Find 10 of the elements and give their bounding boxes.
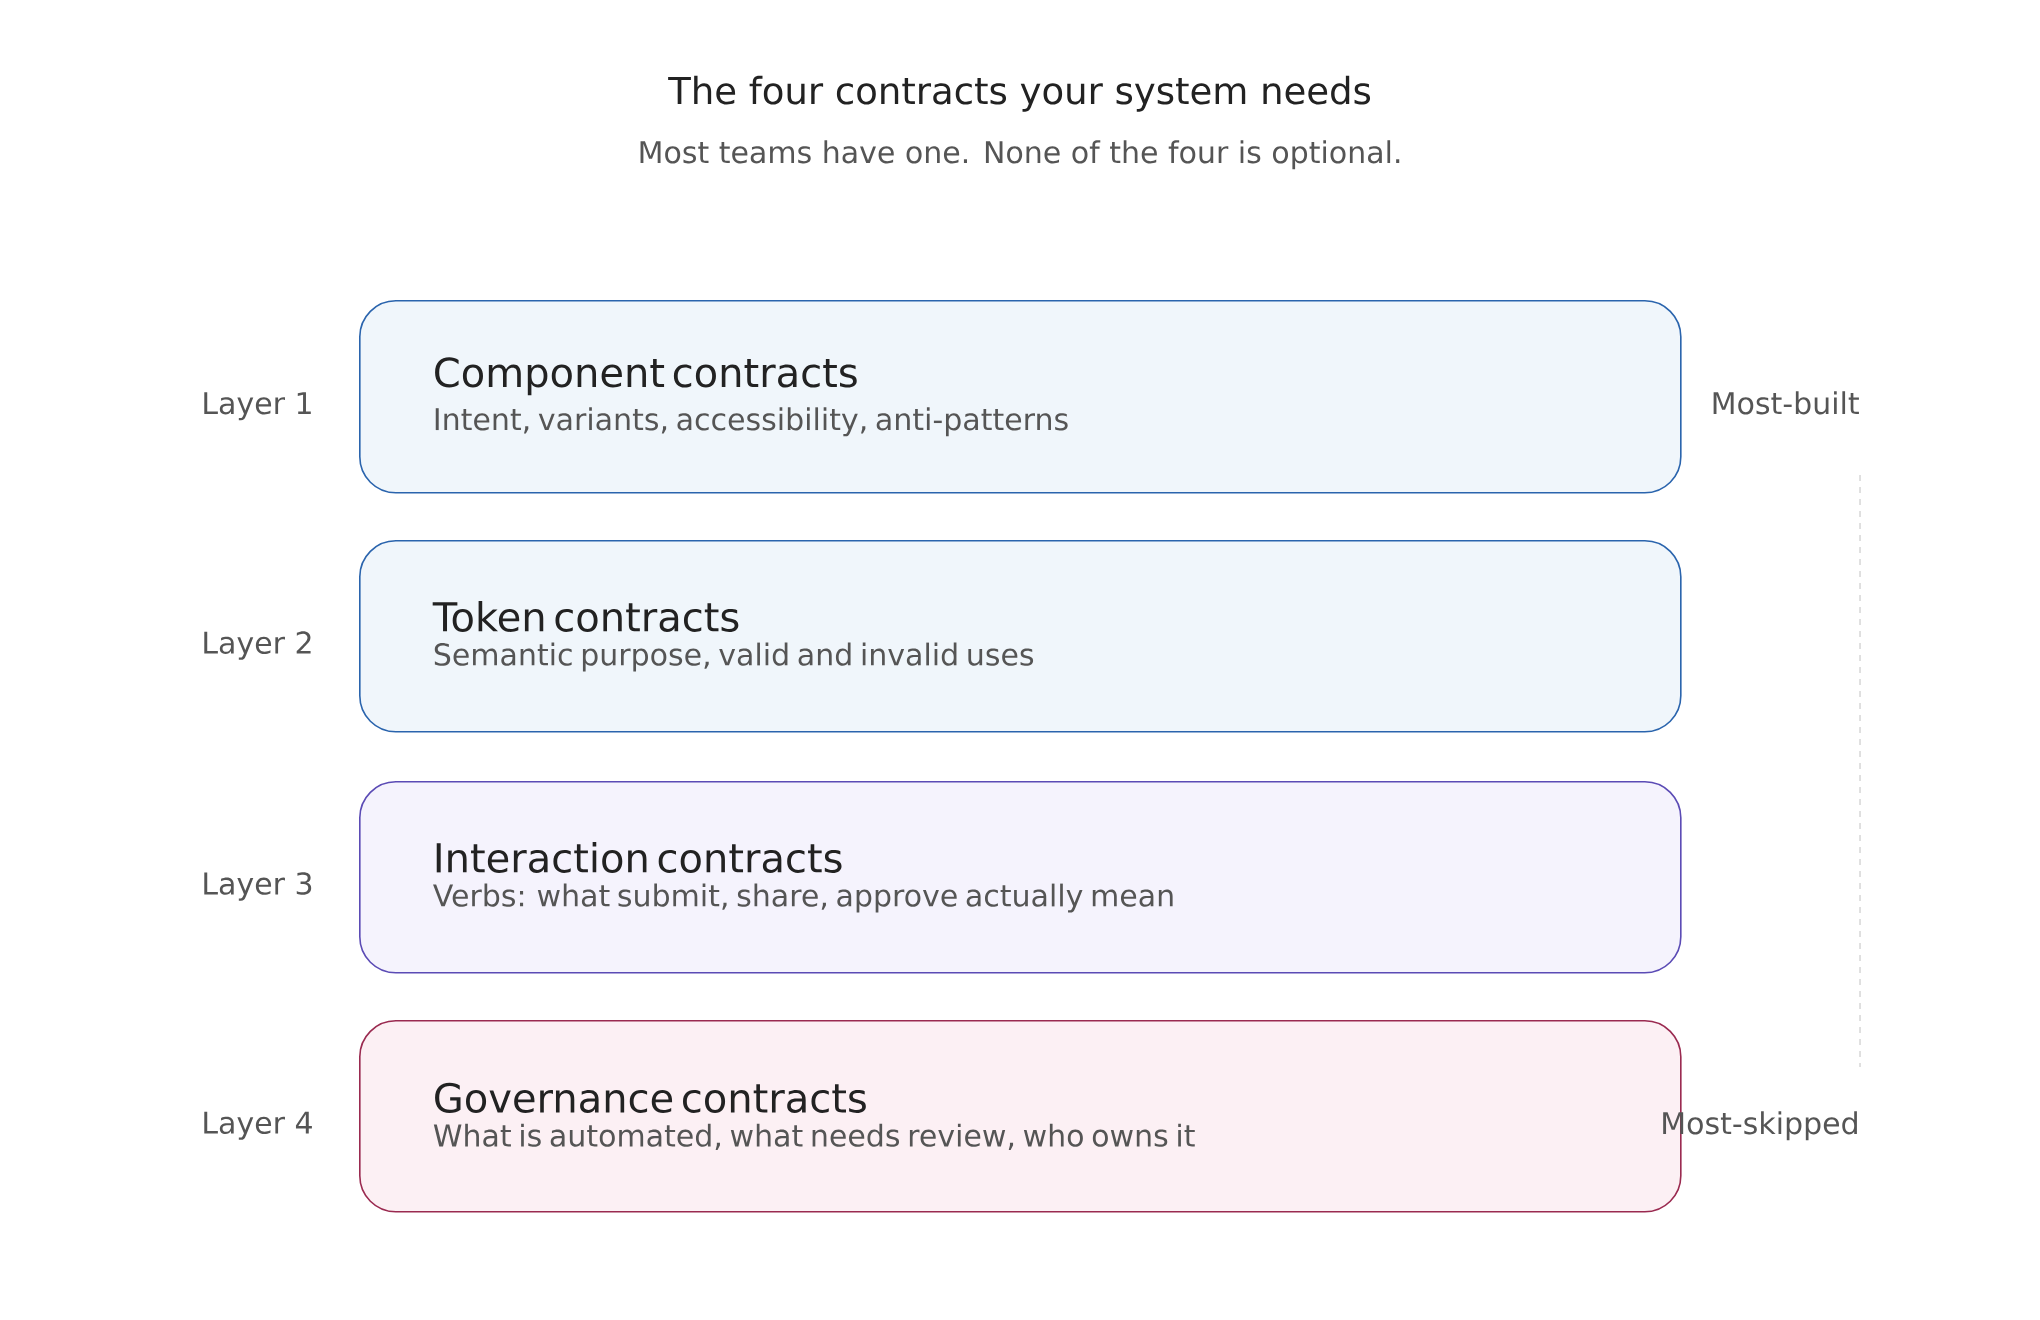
layer-label: Layer 3: [204, 872, 312, 901]
scale-label: Most-built: [1713, 391, 1859, 415]
layer-label: Layer 4: [204, 1111, 312, 1140]
subtitle: Most teams have one. None of the four is optional.: [640, 140, 1400, 170]
title: The four contracts your system needs: [668, 75, 1371, 112]
layer-box: Component contracts Intent, variants, accessibility, anti-patterns: [359, 300, 1682, 494]
layer-label: Layer 1: [204, 392, 311, 421]
layer-label: Layer 2: [204, 631, 311, 660]
layer-box: Interaction contracts Verbs: what submit, share, approve actually mean: [359, 781, 1682, 974]
layer-box: Token contracts Semantic purpose, valid and invalid uses: [359, 540, 1682, 733]
